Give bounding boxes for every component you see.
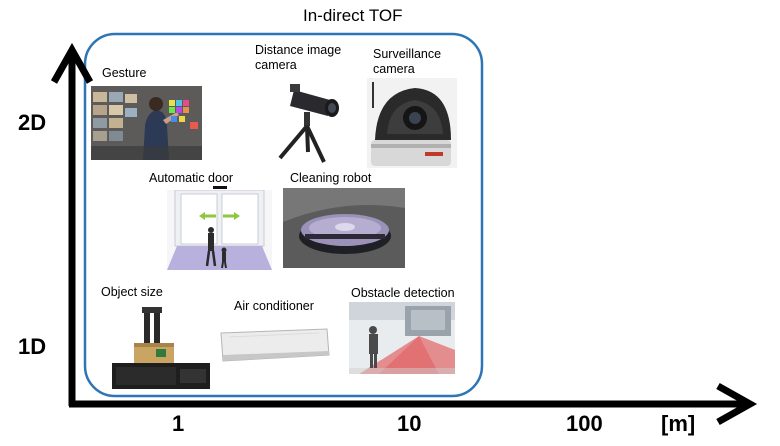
x-label-100: 100 [566,411,603,436]
x-axis-arrowhead [716,382,758,426]
y-label-1d: 1D [18,334,47,359]
x-unit-label: [m] [661,411,696,436]
caption-obstacle-detection: Obstacle detection [351,286,455,300]
y-axis-arrowhead [50,42,94,84]
tof-region-border [83,32,484,398]
diagram-title: In-direct TOF [303,6,403,25]
automatic-door-image [167,190,272,270]
cleaning-robot-image [283,188,405,268]
air-conditioner-image [219,327,331,367]
x-label-1: 1 [172,411,185,436]
distance-camera-image [250,72,346,166]
caption-cleaning-robot: Cleaning robot [290,171,372,185]
object-size-image [110,303,214,393]
surveillance-camera-image [367,78,457,168]
obstacle-detection-image [349,302,455,374]
caption-automatic-door: Automatic door [149,171,234,185]
caption-object-size: Object size [101,285,163,299]
caption-gesture: Gesture [102,66,147,80]
caption-surveillance-camera: Surveillance camera [373,47,442,76]
y-label-2d: 2D [18,110,47,135]
x-label-10: 10 [397,411,422,436]
caption-air-conditioner: Air conditioner [234,299,314,313]
caption-distance-image-camera: Distance image camera [255,43,342,72]
door-sensor-mark [213,186,227,189]
gesture-image [91,86,202,160]
